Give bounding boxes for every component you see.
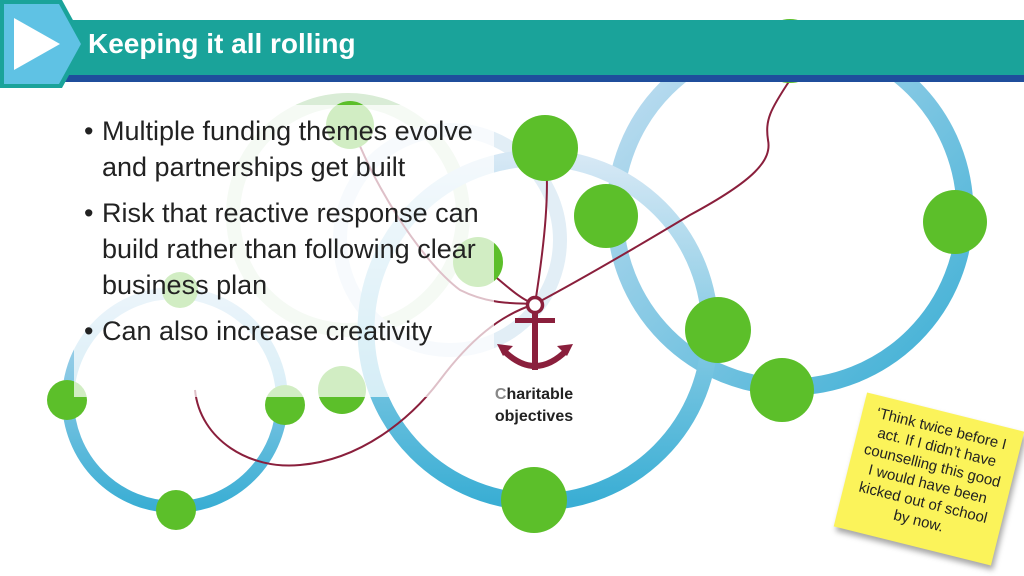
node — [750, 358, 814, 422]
node — [685, 297, 751, 363]
title-underline — [0, 75, 1024, 82]
anchor-label-line2: objectives — [494, 408, 574, 425]
title-bar — [0, 20, 1024, 75]
node — [923, 190, 987, 254]
anchor-label-rest: haritable — [506, 386, 574, 403]
tether-line — [534, 79, 791, 305]
bullet-item: Can also increase creativity — [84, 313, 504, 349]
node — [501, 467, 567, 533]
node — [156, 490, 196, 530]
quote-text: ‘Think twice before I act. If I didn’t h… — [857, 404, 1009, 536]
anchor-label: Charitable objectives — [486, 384, 582, 428]
anchor-label-initial: C — [494, 386, 507, 403]
bullet-item: Multiple funding themes evolve and partn… — [84, 113, 504, 185]
play-arrow-icon — [0, 0, 86, 88]
node — [574, 184, 638, 248]
slide-title: Keeping it all rolling — [88, 28, 356, 59]
bullet-item: Risk that reactive response can build ra… — [84, 195, 504, 303]
bullet-list: Multiple funding themes evolve and partn… — [84, 113, 504, 359]
node — [512, 115, 578, 181]
anchor-icon — [497, 295, 573, 370]
